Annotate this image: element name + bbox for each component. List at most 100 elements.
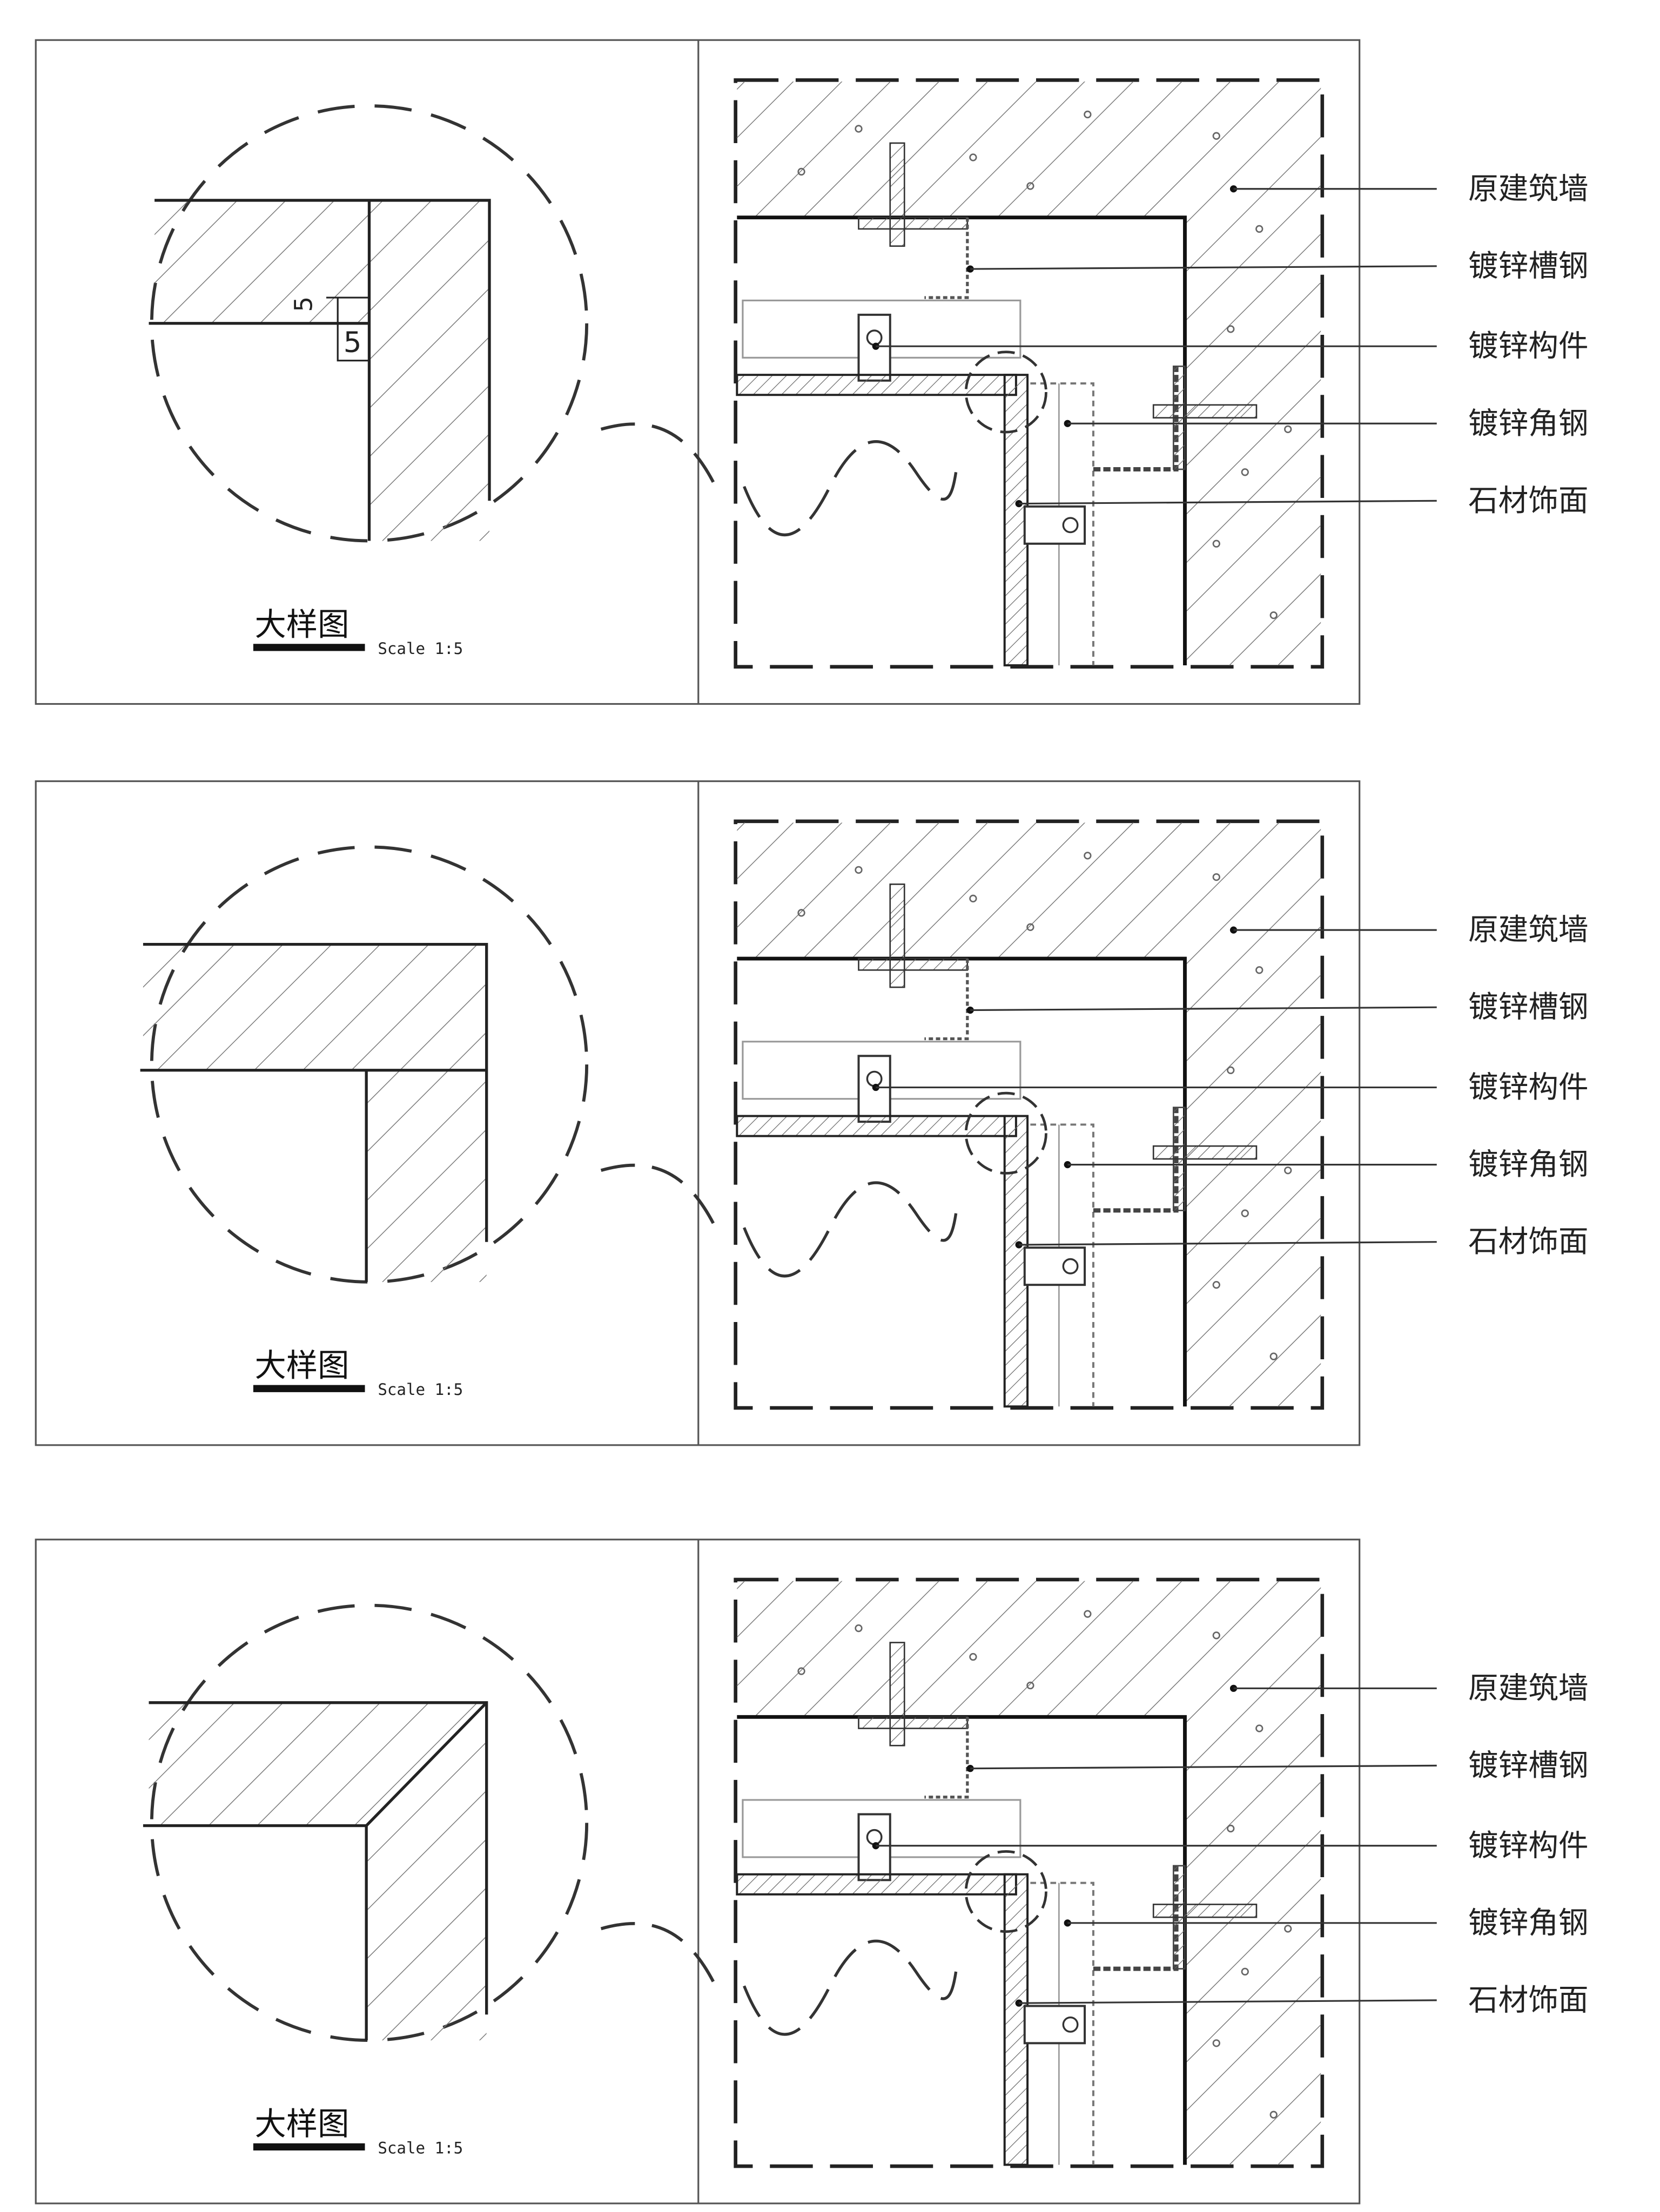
aggregate-speck (1269, 611, 1278, 619)
lower-connector-slot (1062, 2016, 1079, 2033)
aggregate-speck (855, 866, 863, 874)
horizontal-stone-hatch (143, 944, 487, 1070)
lower-connector (1023, 505, 1086, 545)
aggregate-speck (1255, 1724, 1264, 1732)
cutting-boundary (734, 78, 1325, 669)
aggregate-speck (797, 1667, 805, 1675)
callout-circle (964, 1850, 1047, 1933)
cutting-boundary (734, 1577, 1325, 2168)
aggregate-speck (1026, 182, 1034, 190)
material-label: 镀锌槽钢 (1468, 990, 1588, 1025)
aggregate-speck (797, 167, 805, 176)
lower-connector (1023, 1246, 1086, 1286)
aggregate-speck (855, 125, 863, 133)
material-label: 石材饰面 (1468, 1982, 1588, 2018)
leader-line (970, 1006, 1437, 1011)
break-wave (743, 1181, 958, 1278)
leader-curve (600, 422, 717, 488)
detail-circle (150, 104, 589, 543)
aggregate-speck (1084, 110, 1092, 119)
frame-dashed (1030, 1123, 1094, 1407)
material-label: 石材饰面 (1468, 1224, 1588, 1259)
aggregate-speck (1084, 1610, 1092, 1618)
channel-plate (858, 217, 969, 230)
title-underline (253, 644, 365, 651)
aggregate-speck (969, 894, 977, 902)
material-label: 原建筑墙 (1468, 913, 1588, 948)
frame-dashed (1030, 382, 1094, 665)
aggregate-speck (1227, 1066, 1235, 1074)
aggregate-speck (969, 1653, 977, 1661)
detail-title: 大样图 (255, 606, 350, 643)
material-label: 镀锌构件 (1468, 329, 1588, 364)
dim-text-side: 5 (344, 326, 362, 359)
lower-connector (1023, 2005, 1086, 2045)
leader-line (1019, 1999, 1437, 2004)
vertical-stone-hatch (366, 1702, 487, 2041)
aggregate-speck (1284, 1166, 1292, 1175)
aggregate-speck (1212, 539, 1220, 548)
detail-circle (150, 845, 589, 1284)
dim-line-a (326, 296, 371, 323)
material-label: 原建筑墙 (1468, 1671, 1588, 1706)
vertical-stone-hatch (366, 1070, 487, 1282)
leader-line (970, 1764, 1437, 1770)
aggregate-speck (1269, 2110, 1278, 2119)
outer-edge (154, 199, 491, 501)
break-wave (743, 440, 958, 536)
stone-panel-horizontal (736, 1873, 1017, 1896)
aggregate-speck (1227, 325, 1235, 333)
stone-panel-horizontal (736, 374, 1017, 396)
aggregate-speck (1284, 425, 1292, 433)
material-label: 镀锌构件 (1468, 1828, 1588, 1863)
wall-face-line (737, 956, 1187, 1407)
aggregate-speck (1269, 1352, 1278, 1360)
frame-dashed (1030, 1881, 1094, 2165)
leader-line (970, 265, 1437, 270)
wall-face-line (737, 1715, 1187, 2165)
channel-steel (924, 959, 969, 1041)
aggregate-speck (1241, 1967, 1249, 1976)
anchor-bolt-top (889, 142, 905, 247)
material-label: 原建筑墙 (1468, 171, 1588, 206)
detail-scale: Scale 1:5 (378, 2139, 463, 2157)
aggregate-speck (1026, 923, 1034, 931)
callout-circle (964, 1091, 1047, 1175)
title-underline (253, 2143, 365, 2151)
channel-steel (924, 1717, 969, 1799)
cutting-boundary (734, 819, 1325, 1410)
channel-steel (924, 217, 969, 299)
aggregate-speck (1284, 1925, 1292, 1933)
title-underline (253, 1385, 365, 1392)
aggregate-speck (1212, 1631, 1220, 1640)
aggregate-speck (1212, 2039, 1220, 2047)
aggregate-speck (1255, 225, 1264, 233)
anchor-bolt-top (889, 1642, 905, 1746)
detail-circle (150, 1603, 589, 2042)
material-label: 镀锌槽钢 (1468, 1748, 1588, 1783)
anchor-bolt-side (1152, 404, 1258, 419)
channel-plate (858, 1716, 969, 1729)
leader-line (1019, 1241, 1437, 1246)
detail-scale: Scale 1:5 (378, 639, 463, 658)
leader-dot (1015, 1999, 1023, 2007)
anchor-bolt-side (1152, 1904, 1258, 1918)
building-wall-hatch (737, 82, 1321, 665)
dim-line-b (337, 298, 369, 362)
leader-dot (1015, 1241, 1023, 1249)
aggregate-speck (1084, 852, 1092, 860)
aggregate-speck (1241, 1209, 1249, 1217)
aggregate-speck (969, 153, 977, 161)
anchor-bolt-top (889, 884, 905, 988)
horizontal-stone-hatch (154, 200, 369, 323)
material-label: 镀锌角钢 (1468, 1147, 1588, 1182)
